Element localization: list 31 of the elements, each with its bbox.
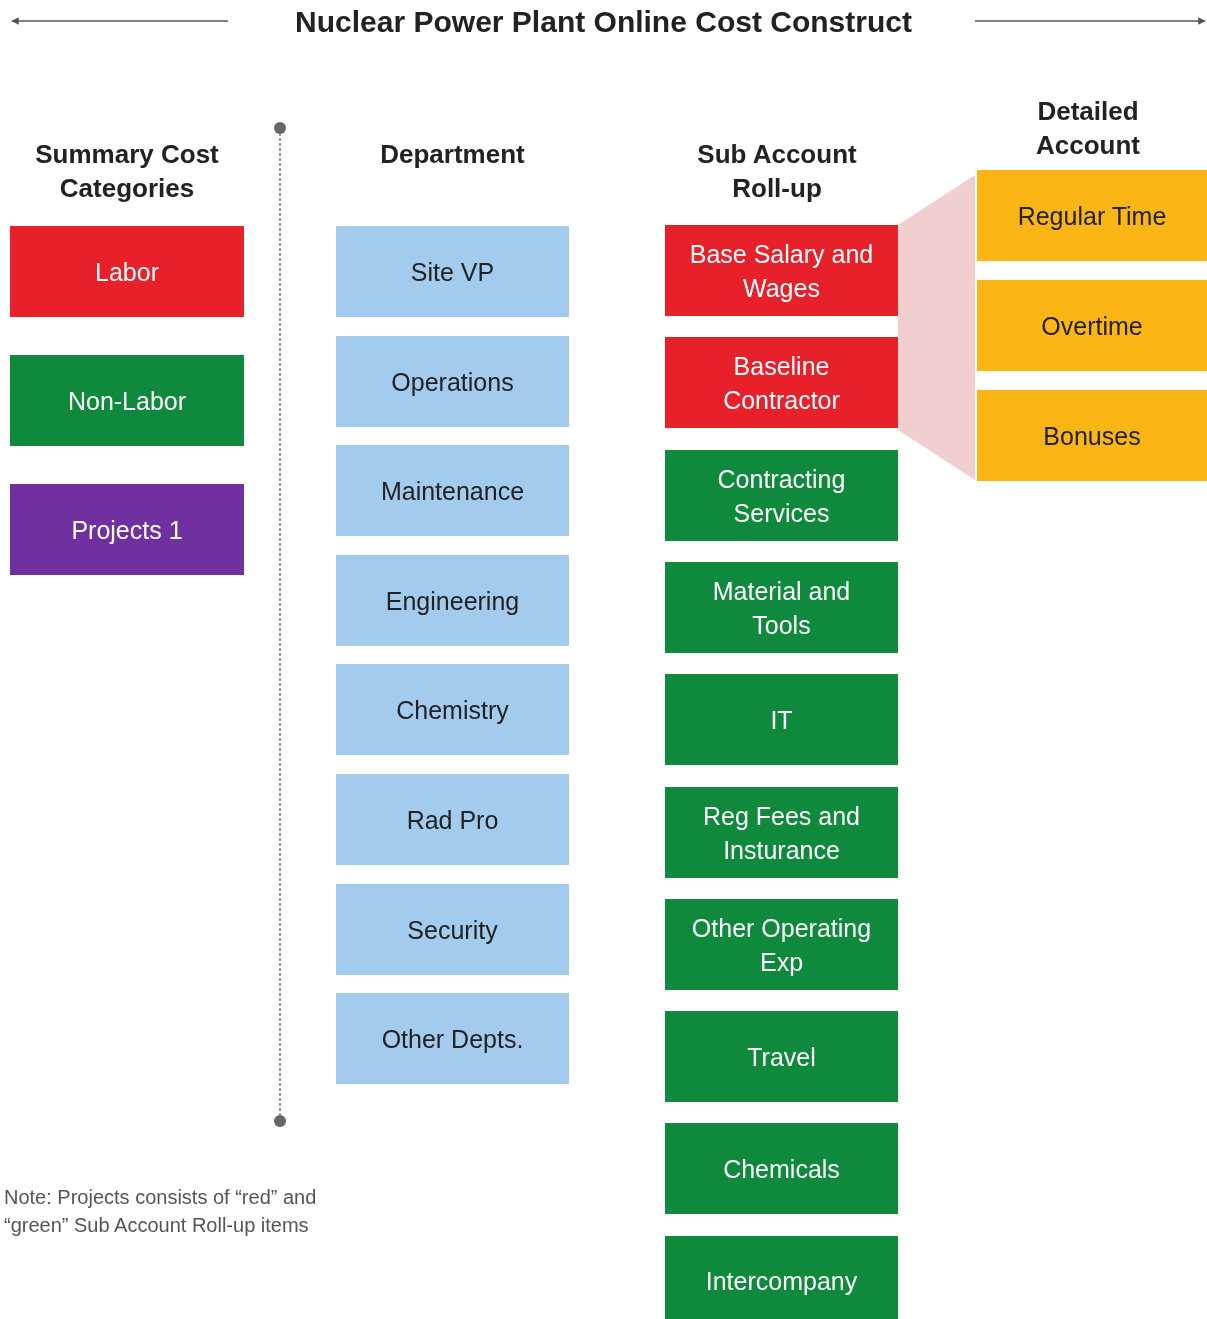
sub-account-box: Other Operating Exp (665, 899, 898, 990)
sub-account-box: IT (665, 674, 898, 765)
detailed-account-box: Overtime (977, 280, 1207, 371)
department-box: Site VP (336, 226, 569, 317)
column-heading: Detailed Account (1035, 95, 1141, 162)
sub-account-box: Base Salary and Wages (665, 225, 898, 316)
sub-account-box: Intercompany (665, 1236, 898, 1319)
sub-account-box: Contracting Services (665, 450, 898, 541)
cost-category-box: Non-Labor (10, 355, 244, 446)
sub-account-box: Baseline Contractor (665, 337, 898, 428)
column-heading: Sub Account Roll-up (696, 138, 858, 205)
department-box: Engineering (336, 555, 569, 646)
department-box: Security (336, 884, 569, 975)
department-box: Other Depts. (336, 993, 569, 1084)
column-heading: Department (379, 138, 526, 171)
sub-account-box: Reg Fees and Insturance (665, 787, 898, 878)
cost-category-box: Projects 1 (10, 484, 244, 575)
note-text: Note: Projects consists of “red” and “green” Sub Account Roll-up items (4, 1185, 318, 1238)
cost-category-box: Labor (10, 226, 244, 317)
sub-account-box: Chemicals (665, 1123, 898, 1214)
sub-account-box: Material and Tools (665, 562, 898, 653)
department-box: Chemistry (336, 664, 569, 755)
diagram-title: Nuclear Power Plant Online Cost Construct (294, 5, 913, 39)
department-box: Operations (336, 336, 569, 427)
detailed-account-box: Regular Time (977, 170, 1207, 261)
sub-account-box: Travel (665, 1011, 898, 1102)
detailed-account-box: Bonuses (977, 390, 1207, 481)
department-box: Rad Pro (336, 774, 569, 865)
expansion-funnel (898, 175, 975, 480)
column-heading: Summary Cost Categories (34, 138, 220, 205)
department-box: Maintenance (336, 445, 569, 536)
